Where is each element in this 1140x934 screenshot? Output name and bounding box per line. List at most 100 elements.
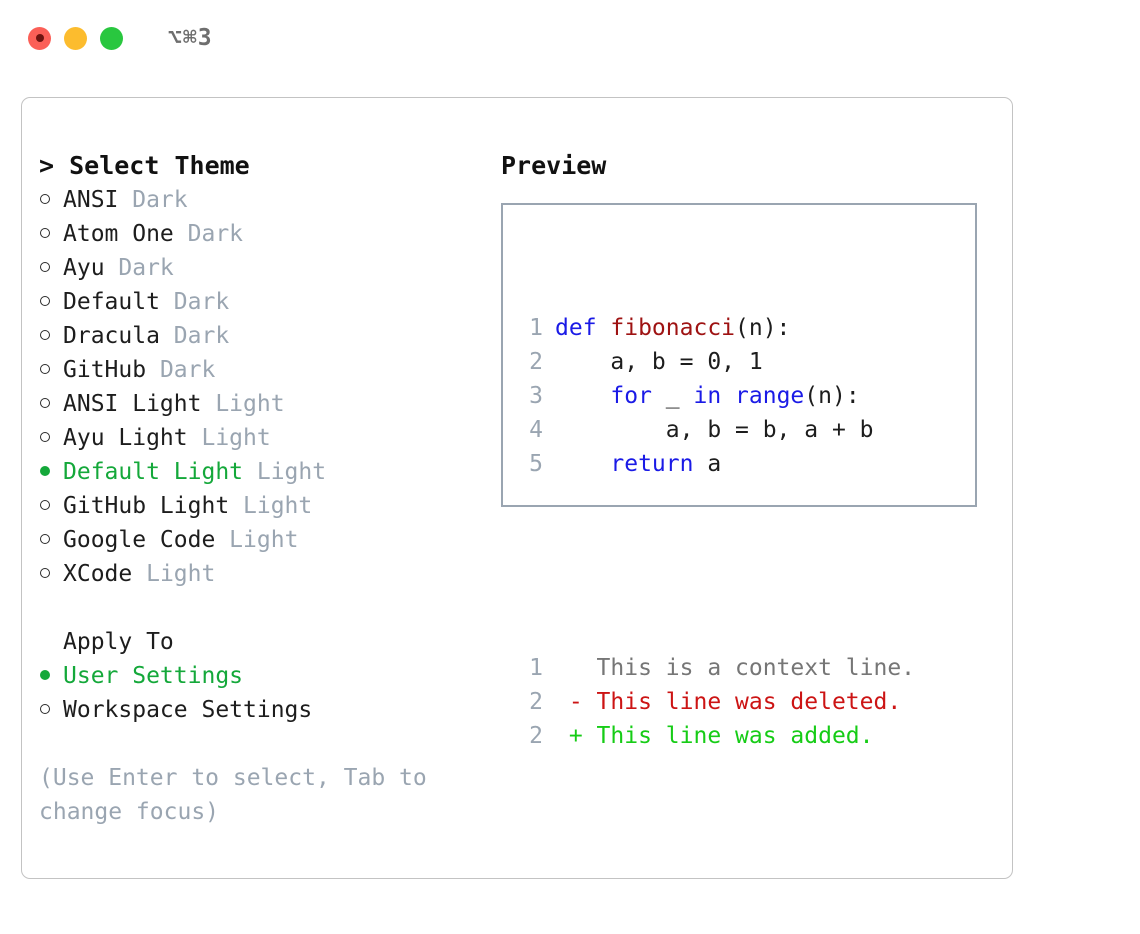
window-titlebar: ⌥⌘3 xyxy=(0,0,1140,76)
theme-option-8[interactable]: Default Light Light xyxy=(39,455,469,489)
code-line-text: a, b = b, a + b xyxy=(543,413,874,447)
theme-option-label: Atom One xyxy=(63,221,174,247)
code-line: 3 for _ in range(n): xyxy=(515,379,915,413)
theme-option-label: Ayu Light xyxy=(63,425,188,451)
theme-option-label: ANSI xyxy=(63,187,119,213)
theme-option-0[interactable]: ANSI Dark xyxy=(39,183,469,217)
theme-option-tag: Light xyxy=(187,425,271,451)
diff-line-number: 2 xyxy=(529,689,543,715)
code-token-kw: return xyxy=(610,451,694,477)
theme-option-label: Google Code xyxy=(63,527,216,553)
radio-selected-icon xyxy=(39,455,63,489)
theme-option-9[interactable]: GitHub Light Light xyxy=(39,489,469,523)
theme-option-tag: Dark xyxy=(104,255,174,281)
diff-line-text: - This line was deleted. xyxy=(555,689,902,715)
code-token-plain: (n): xyxy=(735,315,791,341)
theme-option-10[interactable]: Google Code Light xyxy=(39,523,469,557)
code-token-kw: def xyxy=(555,315,611,341)
code-token-plain: a, b = 0, 1 xyxy=(555,349,763,375)
apply-to-option-0[interactable]: User Settings xyxy=(39,659,469,693)
diff-line-text: This is a context line. xyxy=(555,655,916,681)
code-line-text: a, b = 0, 1 xyxy=(543,345,763,379)
diff-line: 1 This is a context line. xyxy=(515,651,915,685)
theme-option-tag: Light xyxy=(201,391,285,417)
theme-option-3[interactable]: Default Dark xyxy=(39,285,469,319)
code-token-plain: _ xyxy=(651,383,694,409)
theme-option-5[interactable]: GitHub Dark xyxy=(39,353,469,387)
theme-option-label: XCode xyxy=(63,561,133,587)
radio-unselected-icon xyxy=(39,523,63,557)
apply-to-option-label: Workspace Settings xyxy=(63,697,313,723)
apply-to-heading: Apply To xyxy=(63,629,174,655)
theme-option-6[interactable]: ANSI Light Light xyxy=(39,387,469,421)
keyboard-hint: (Use Enter to select, Tab to change focu… xyxy=(39,765,427,825)
theme-option-tag: Dark xyxy=(146,357,216,383)
theme-option-tag: Light xyxy=(229,493,313,519)
theme-option-tag: Dark xyxy=(173,221,244,247)
apply-to-option-1[interactable]: Workspace Settings xyxy=(39,693,469,727)
list-spacer xyxy=(39,591,469,625)
theme-option-label: Default xyxy=(63,289,160,315)
minimize-window-icon[interactable] xyxy=(64,26,87,50)
theme-option-label: GitHub Light xyxy=(63,493,230,519)
radio-unselected-icon xyxy=(39,285,63,319)
radio-unselected-icon xyxy=(39,557,63,591)
code-line: 1 def fibonacci(n): xyxy=(515,311,915,345)
radio-selected-icon xyxy=(39,659,63,693)
radio-unselected-icon xyxy=(39,251,63,285)
code-line-number: 2 xyxy=(529,349,543,375)
theme-option-tag: Light xyxy=(243,459,327,485)
radio-unselected-icon xyxy=(39,319,63,353)
code-token-plain: (n): xyxy=(804,383,860,409)
code-token-plain: a, b = b, a + b xyxy=(555,417,874,443)
theme-option-tag: Dark xyxy=(118,187,188,213)
theme-option-tag: Dark xyxy=(159,323,230,349)
code-token-kw: in xyxy=(693,383,722,409)
radio-unselected-icon xyxy=(39,387,63,421)
radio-unselected-icon xyxy=(39,693,63,727)
apply-to-heading-row: Apply To xyxy=(39,625,469,659)
maximize-window-icon[interactable] xyxy=(100,26,123,50)
code-token-plain xyxy=(721,383,735,409)
preview-heading: Preview xyxy=(501,151,607,180)
radio-unselected-icon xyxy=(39,217,63,251)
select-theme-heading: > Select Theme xyxy=(39,151,250,180)
theme-option-11[interactable]: XCode Light xyxy=(39,557,469,591)
code-token-plain xyxy=(555,451,610,477)
radio-unselected-icon xyxy=(39,489,63,523)
code-line-number: 1 xyxy=(529,315,543,341)
radio-unselected-icon xyxy=(39,353,63,387)
code-token-fn: fibonacci xyxy=(610,315,736,341)
radio-unselected-icon xyxy=(39,421,63,455)
theme-option-label: Dracula xyxy=(63,323,160,349)
diff-line-number: 1 xyxy=(529,655,543,681)
window-controls xyxy=(28,26,123,50)
diff-line-number: 2 xyxy=(529,723,543,749)
hint-spacer xyxy=(39,727,469,761)
theme-option-7[interactable]: Ayu Light Light xyxy=(39,421,469,455)
apply-to-option-label: User Settings xyxy=(63,663,244,689)
window-title: ⌥⌘3 xyxy=(168,25,213,51)
theme-option-tag: Dark xyxy=(159,289,230,315)
radio-unselected-icon xyxy=(39,183,63,217)
code-line: 4 a, b = b, a + b xyxy=(515,413,915,447)
code-line-number: 4 xyxy=(529,417,543,443)
theme-option-label: ANSI Light xyxy=(63,391,202,417)
diff-line: 2 + This line was added. xyxy=(515,719,915,753)
code-line-number: 5 xyxy=(529,451,543,477)
close-window-icon[interactable] xyxy=(28,26,51,50)
theme-option-2[interactable]: Ayu Dark xyxy=(39,251,469,285)
code-line: 2 a, b = 0, 1 xyxy=(515,345,915,379)
code-token-plain: a xyxy=(693,451,722,477)
theme-option-1[interactable]: Atom One Dark xyxy=(39,217,469,251)
theme-option-4[interactable]: Dracula Dark xyxy=(39,319,469,353)
